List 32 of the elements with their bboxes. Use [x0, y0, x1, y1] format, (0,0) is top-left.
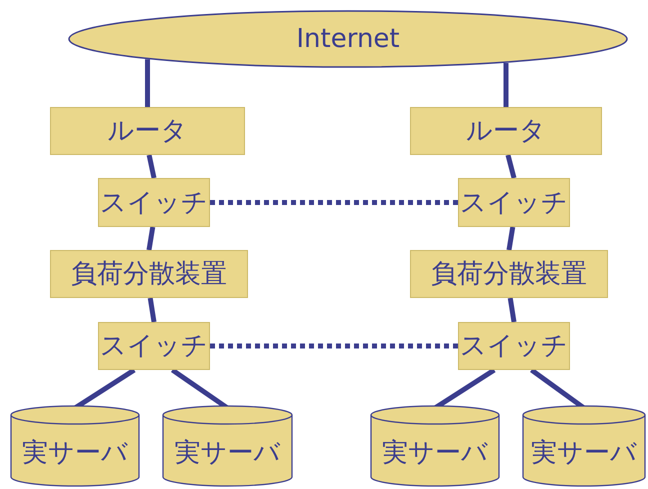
node-label: ルータ: [466, 118, 546, 144]
device-box: [98, 322, 210, 370]
node-label: 実サーバ: [174, 440, 280, 466]
node-label: 負荷分散装置: [431, 261, 587, 287]
node-label: スイッチ: [100, 190, 208, 216]
device-box: [458, 178, 570, 227]
connector-line: [146, 226, 156, 250]
device-box: [410, 107, 602, 155]
connector-line: [504, 62, 508, 107]
node-label: 負荷分散装置: [71, 261, 227, 287]
dotted-connector: [210, 200, 458, 205]
connector-line: [146, 154, 156, 179]
device-box: [50, 250, 248, 298]
internet-ellipse: [68, 10, 628, 68]
node-label: Internet: [296, 26, 400, 52]
connector-line: [506, 154, 516, 179]
node-label: 実サーバ: [382, 440, 488, 466]
device-box: [458, 322, 570, 370]
node-label: スイッチ: [100, 333, 208, 359]
node-label: 実サーバ: [22, 440, 128, 466]
node-label: ルータ: [108, 118, 188, 144]
device-box: [98, 178, 210, 227]
connector-line: [508, 298, 516, 322]
node-label: スイッチ: [460, 333, 568, 359]
node-label: 実サーバ: [531, 440, 637, 466]
node-label: スイッチ: [460, 190, 568, 216]
connector-line: [148, 298, 156, 322]
connector-line: [145, 59, 150, 107]
device-box: [50, 107, 245, 155]
dotted-connector: [210, 344, 458, 348]
device-box: [410, 250, 608, 298]
connector-line: [506, 226, 516, 250]
